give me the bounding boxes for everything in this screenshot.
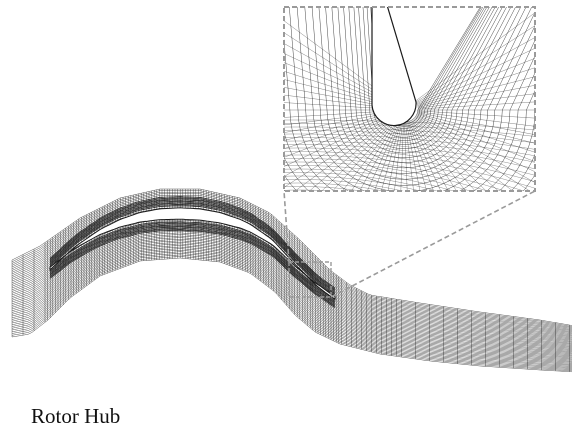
blade-passage-mesh <box>11 188 573 373</box>
inset-frame <box>283 6 536 192</box>
zoom-region-box <box>288 261 332 298</box>
zoom-connector-right <box>330 190 536 298</box>
figure-caption: Rotor Hub <box>31 404 121 428</box>
zoom-connector-left <box>283 190 290 263</box>
zoomed-trailing-edge-mesh <box>284 7 535 191</box>
